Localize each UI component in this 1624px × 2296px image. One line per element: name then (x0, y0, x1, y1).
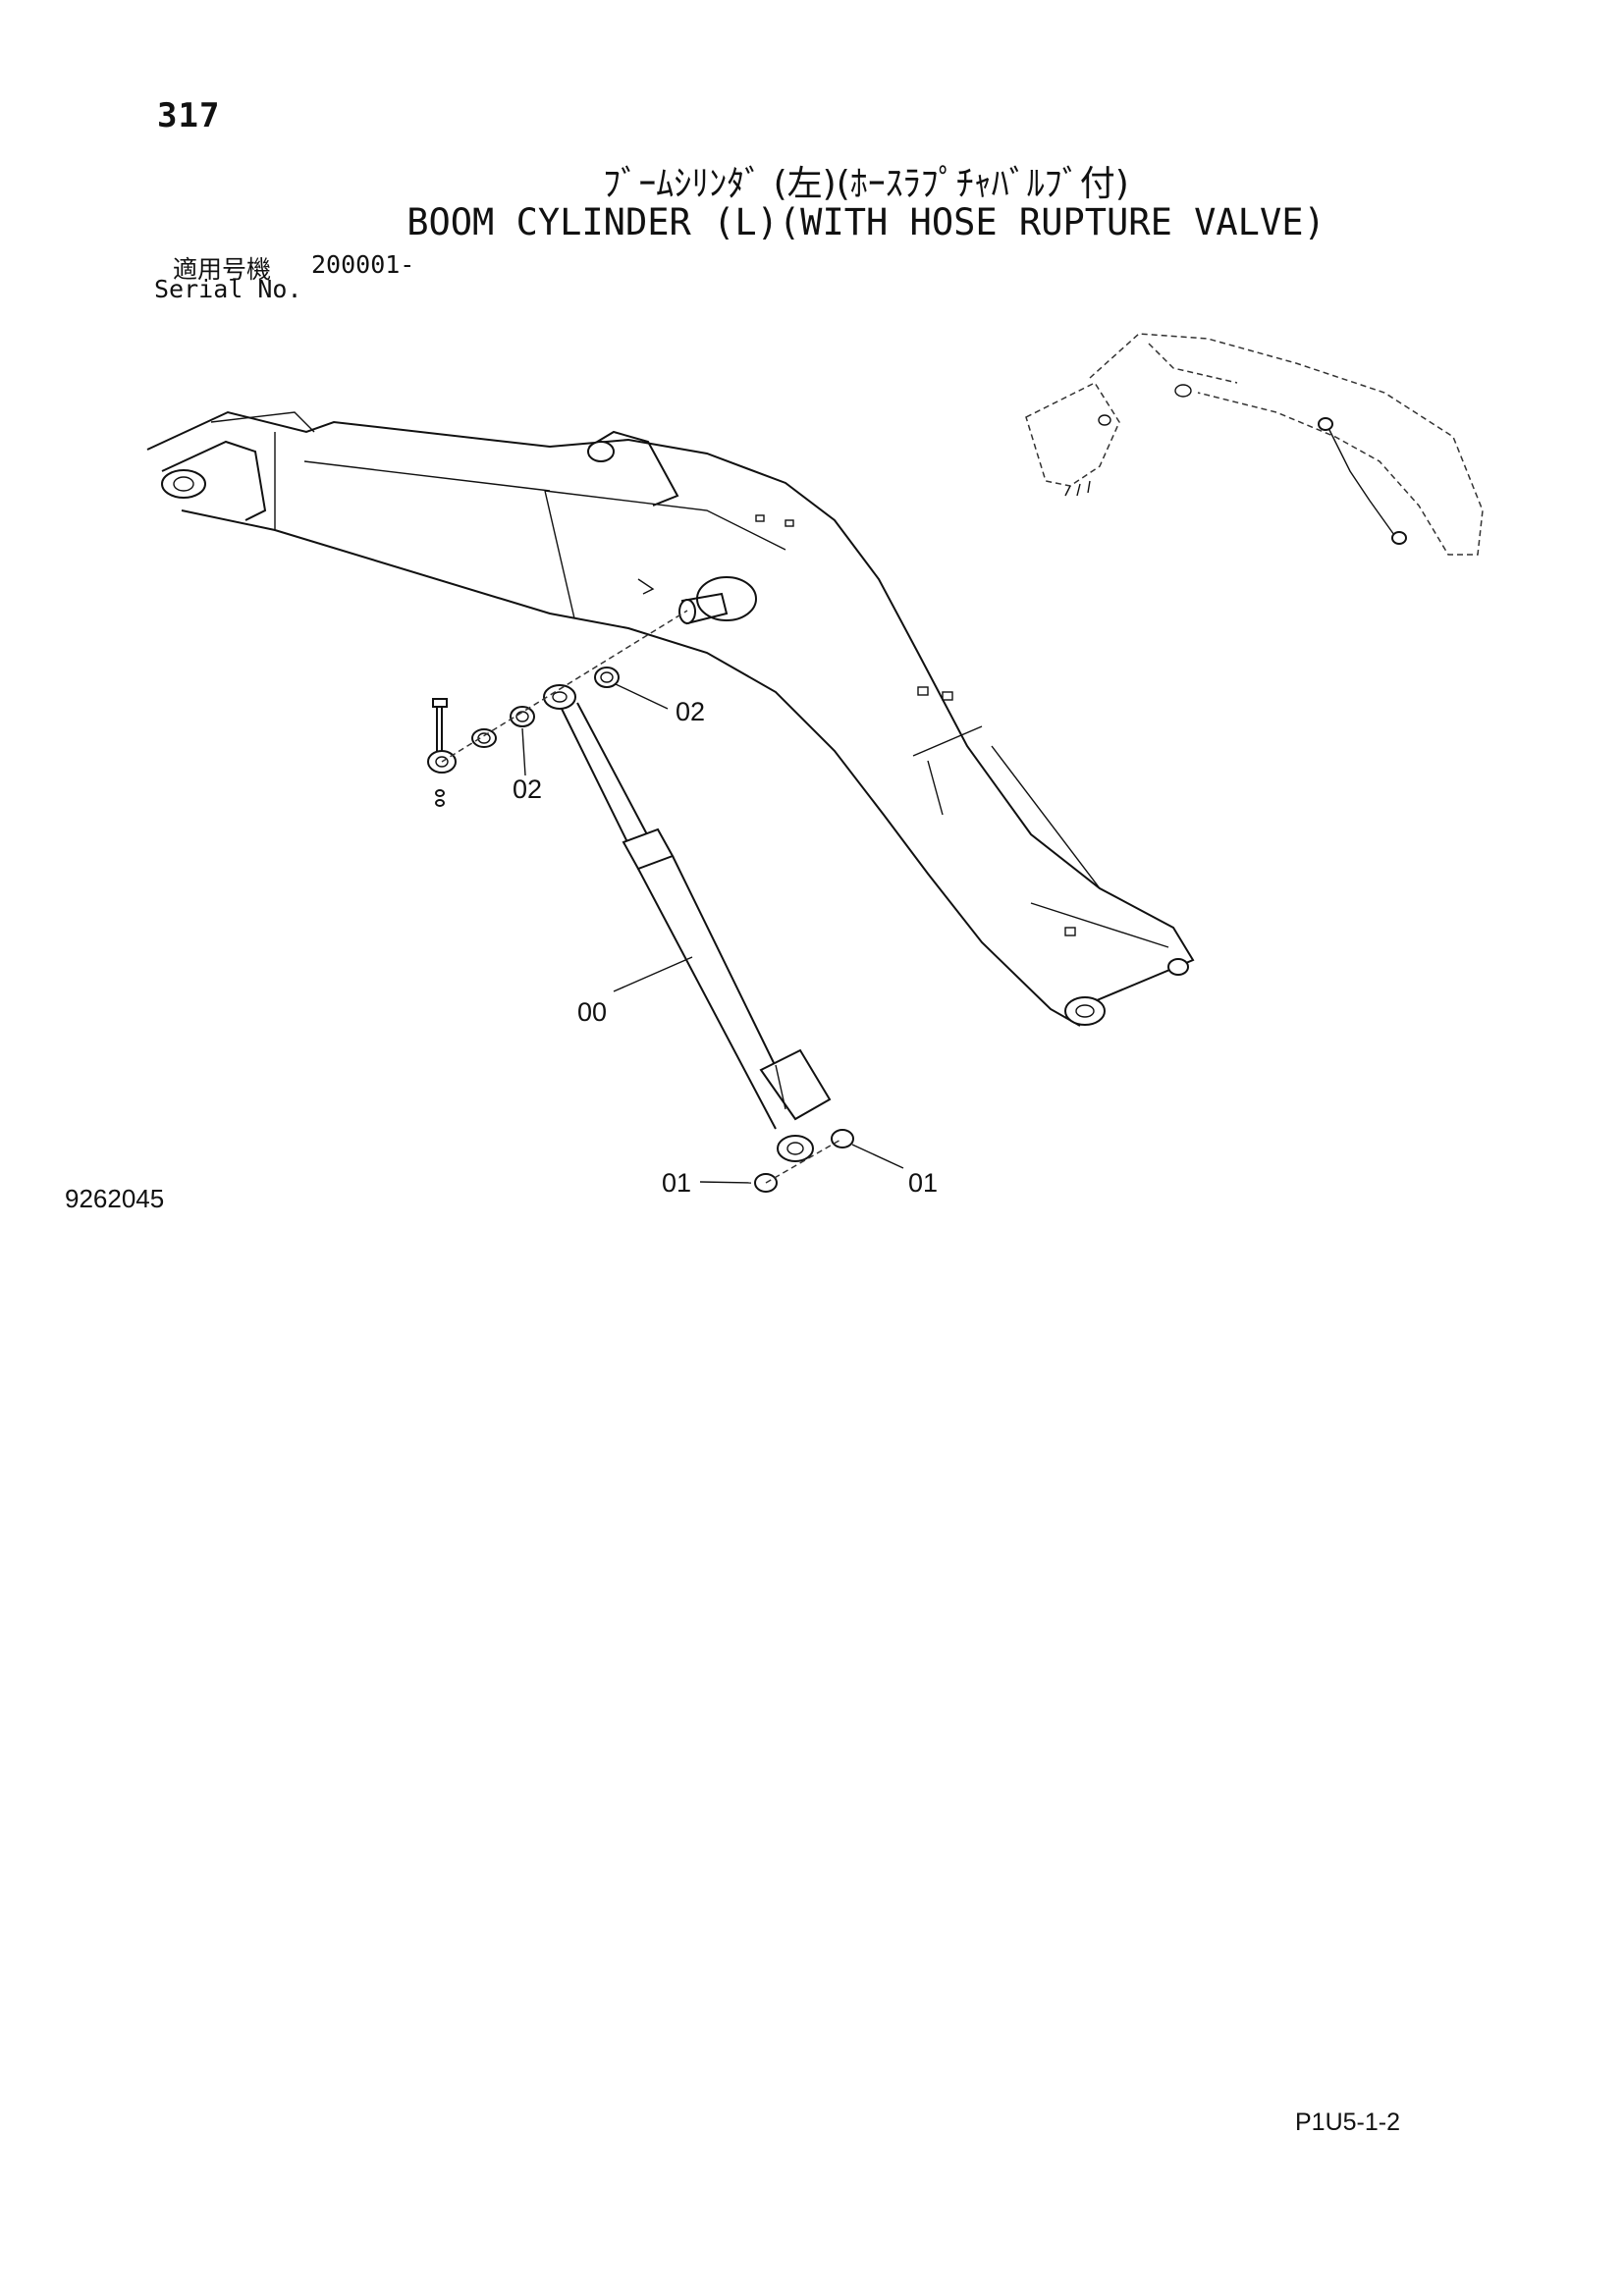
page-number: 317 (157, 96, 221, 135)
page-title-english: BOOM CYLINDER (L)(WITH HOSE RUPTURE VALV… (406, 201, 1326, 243)
boom-illustration (146, 410, 1195, 1027)
machine-overview-illustration (1025, 333, 1484, 556)
serial-number-value: 200001- (311, 250, 415, 279)
callout-00: 00 (577, 997, 607, 1027)
hardware-parts (427, 610, 854, 1193)
callout-02-lower: 02 (513, 774, 542, 804)
serial-label-english: Serial No. (154, 275, 302, 303)
callout-02-upper: 02 (676, 697, 705, 726)
boom-cylinder-illustration (543, 684, 832, 1162)
page-code: P1U5-1-2 (1295, 2109, 1400, 2136)
callout-01-left: 01 (662, 1168, 691, 1198)
serial-label-japanese: 適用号機 (173, 255, 272, 284)
callout-leaders (521, 683, 904, 1184)
drawing-number: 9262045 (65, 1184, 165, 1213)
page-title-japanese: ﾌﾞｰﾑｼﾘﾝﾀﾞ (左)(ﾎｰｽﾗﾌﾟﾁｬﾊﾞﾙﾌﾞ付) (603, 164, 1129, 204)
callout-01-right: 01 (908, 1168, 938, 1198)
